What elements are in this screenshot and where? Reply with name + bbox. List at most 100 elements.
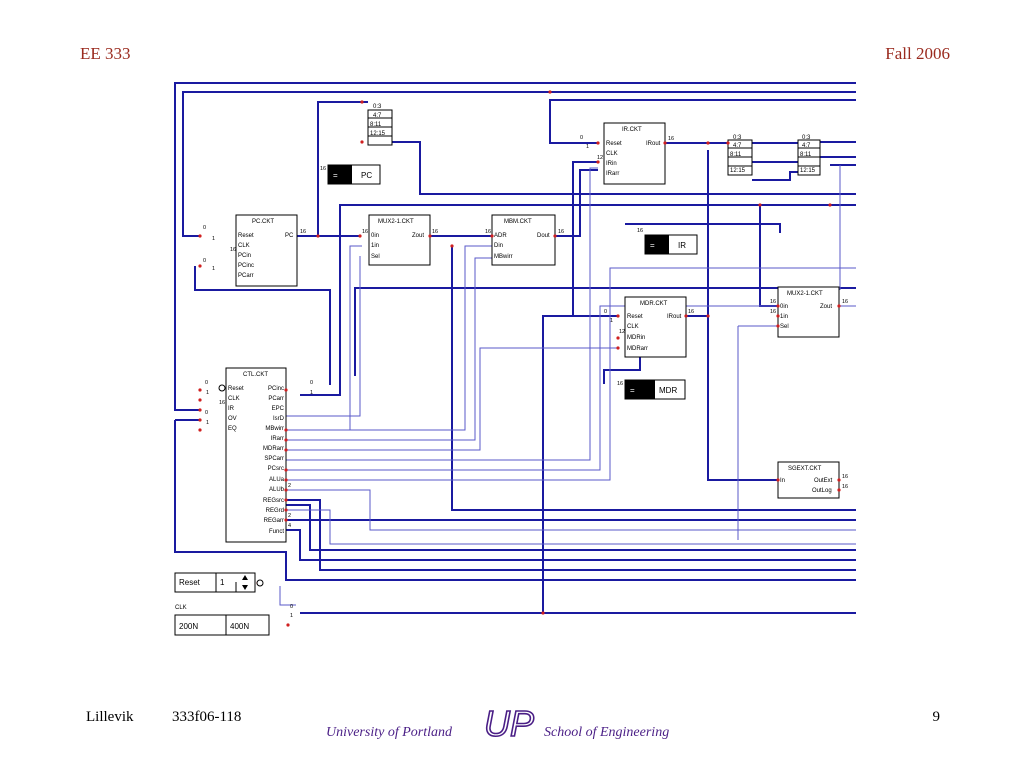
bus-mdr-to-mux [707, 316, 778, 481]
bit-label: 16 [219, 400, 225, 406]
course-title: EE 333 [80, 44, 131, 63]
pc-field-3: 12:15 [370, 131, 386, 137]
bit-label: 16 [770, 299, 776, 305]
reset-control-value: 1 [220, 578, 225, 587]
bus-vert-ir [572, 161, 598, 316]
bus-vert-mid [542, 315, 618, 613]
pc-pin-pcinc: PCinc [238, 263, 254, 269]
bit-label: 16 [668, 136, 674, 142]
sgext-pin-in: In [780, 478, 785, 484]
bus-ir-field3 [752, 171, 800, 181]
ctl-out-mbwirr: MBwirr [265, 426, 284, 432]
mdr-pin-mdrin: MDRin [627, 335, 645, 341]
bit-label: 16 [688, 309, 694, 315]
ir-field2-1: 4:7 [802, 143, 811, 149]
sgext-pin-outext: OutExt [814, 478, 833, 484]
bus-ctl-5 [285, 499, 856, 571]
up-logo: UP [483, 702, 535, 745]
bus-ctl-4 [285, 504, 856, 551]
bit-label: 16 [362, 229, 368, 235]
ir-field-1: 4:7 [733, 143, 742, 149]
ctl-out-mdrarr: MDRarr [263, 446, 284, 452]
pc-display-label: PC [361, 171, 372, 180]
mdr-title: MDR.CKT [640, 301, 668, 307]
ir-pin-irout: IRout [646, 141, 661, 147]
mux-a-title: MUX2-1.CKT [378, 219, 414, 225]
pc-pin-pcarr: PCarr [238, 273, 254, 279]
bit-label: 1 [212, 236, 215, 242]
ctl-pin-clk: CLK [228, 396, 240, 402]
ctl-out-pcinc: PCinc [268, 386, 284, 392]
clock-period-b: 400N [230, 622, 249, 631]
bus-ctl-1 [354, 287, 856, 376]
pc-field-2: 8:11 [370, 122, 382, 128]
sgext-title: SGEXT.CKT [788, 466, 822, 472]
bit-label: 16 [842, 484, 848, 490]
bit-label: 0 [310, 380, 313, 386]
ctl-out-regarr: REGarr [264, 518, 284, 524]
bit-label: 0 [205, 380, 208, 386]
ctl-out-alub: ALUb [269, 487, 285, 493]
term-label: Fall 2006 [885, 44, 950, 63]
bus-ctl-3 [285, 529, 856, 561]
bit-label: 16 [432, 229, 438, 235]
mux-a-pin-zout: Zout [412, 233, 424, 239]
reset-toggle-arrows-icon[interactable] [242, 575, 248, 590]
bit-label: 16 [300, 229, 306, 235]
bus-pc-loop [194, 266, 331, 385]
mux-b-block [777, 286, 840, 338]
bit-label: 16 [842, 474, 848, 480]
bit-label: 16 [617, 381, 623, 387]
mbm-pin-dout: Dout [537, 233, 550, 239]
bit-label: 1 [290, 613, 293, 619]
mux-a-block [368, 214, 431, 266]
clock-box [174, 614, 270, 636]
ctl-out-epc: EPC [272, 406, 285, 412]
mux-a-pin-0in: 0in [371, 233, 379, 239]
ir-pin-irin: IRin [606, 161, 617, 167]
bus-mux-a-in [339, 204, 856, 236]
bit-label: 12 [619, 329, 625, 335]
bit-label: 16 [637, 228, 643, 234]
pc-pin-pcin: PCin [238, 253, 251, 259]
ir-block [603, 122, 666, 185]
mbm-title: MBM.CKT [504, 219, 532, 225]
pc-field-1: 4:7 [373, 113, 382, 119]
pc-field-0: 0:3 [373, 104, 382, 110]
bit-label: 16 [770, 309, 776, 315]
ctl-pin-reset: Reset [228, 386, 244, 392]
pc-block [235, 214, 298, 287]
bit-label: 0 [203, 225, 206, 231]
ir-pin-irarr: IRarr [606, 171, 619, 177]
bit-label: 12 [597, 155, 603, 161]
ctl-out-regrd: REGrd [266, 508, 284, 514]
mdr-pin-clk: CLK [627, 324, 639, 330]
bus-outer-3 [549, 99, 856, 144]
bus-outer-2 [182, 91, 856, 237]
bus-mbm-out [555, 169, 598, 237]
clock-period-a: 200N [179, 622, 198, 631]
bit-label: 2 [288, 483, 291, 489]
ir-display-label: IR [678, 241, 686, 250]
bus-mbm-din [451, 246, 856, 511]
bus-mdr-out [686, 150, 709, 317]
bit-label: 16 [558, 229, 564, 235]
mbm-pin-din: Din [494, 243, 503, 249]
bit-label: 0 [290, 604, 293, 610]
bus-mux-b-in [759, 205, 778, 307]
bit-label: 1 [206, 390, 209, 396]
mux-b-title: MUX2-1.CKT [787, 291, 823, 297]
bus-ir-disp [625, 223, 781, 233]
ir-display-equals: = [650, 241, 655, 250]
mdr-display-equals: = [630, 386, 635, 395]
mdr-pin-out: IRout [667, 314, 682, 320]
bus-mdr-disp [603, 350, 641, 384]
bit-label: 1 [610, 318, 613, 324]
mdr-display-label: MDR [659, 386, 677, 395]
reset-control-label[interactable]: Reset [179, 578, 201, 587]
ctl-out-spcarr: SPCarr [264, 456, 284, 462]
ctl-out-funct: Funct [269, 529, 284, 535]
ctl-block [225, 367, 287, 543]
mux-b-pin-0in: 0in [780, 304, 788, 310]
ir-pin-clk: CLK [606, 151, 618, 157]
